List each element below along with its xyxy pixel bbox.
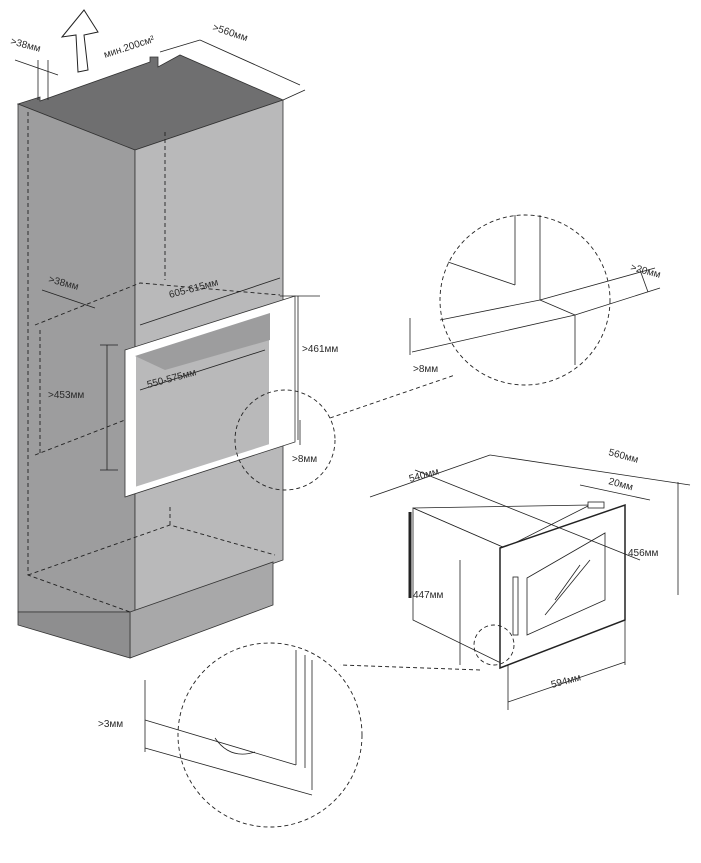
detail-circle-small: [234, 389, 336, 491]
oven-niche-back: [135, 313, 270, 370]
label-body-height: 447мм: [413, 590, 444, 601]
oven-appliance: [369, 454, 691, 710]
label-appliance-height: 456мм: [628, 548, 659, 559]
detail-circle-top: [439, 214, 611, 386]
label-detail-side-gap: >20мм: [629, 262, 662, 281]
label-vent-area: мин.200см²: [103, 34, 157, 61]
label-bottom-gap: >8мм: [292, 454, 317, 465]
label-door-thickness: 20мм: [607, 476, 634, 493]
cabinet-plinth-side: [17, 611, 131, 659]
vent-arrow-icon: [60, 9, 99, 73]
label-appliance-width: 594мм: [550, 672, 582, 691]
detail-bottom-content: [144, 650, 313, 796]
cabinet: [16, 54, 296, 659]
label-top-gap: >38мм: [9, 36, 42, 55]
cabinet-left-face: [17, 103, 136, 613]
oven-control-panel: [587, 501, 605, 509]
label-appliance-depth: 540мм: [408, 466, 440, 485]
detail-top-content: [409, 215, 661, 365]
label-inner-height: >453мм: [48, 390, 84, 401]
label-door-gap: >3мм: [98, 719, 123, 730]
label-depth-top: >560мм: [211, 22, 249, 44]
oven-handle: [512, 576, 519, 636]
label-detail-bottom-gap: >8мм: [413, 364, 438, 375]
label-appliance-total-depth: 560мм: [607, 447, 639, 466]
detail-circle-bottom: [177, 642, 363, 828]
detail-circle-door: [473, 624, 515, 666]
dimension-lines: [14, 39, 320, 471]
label-niche-height: >461мм: [302, 344, 338, 355]
